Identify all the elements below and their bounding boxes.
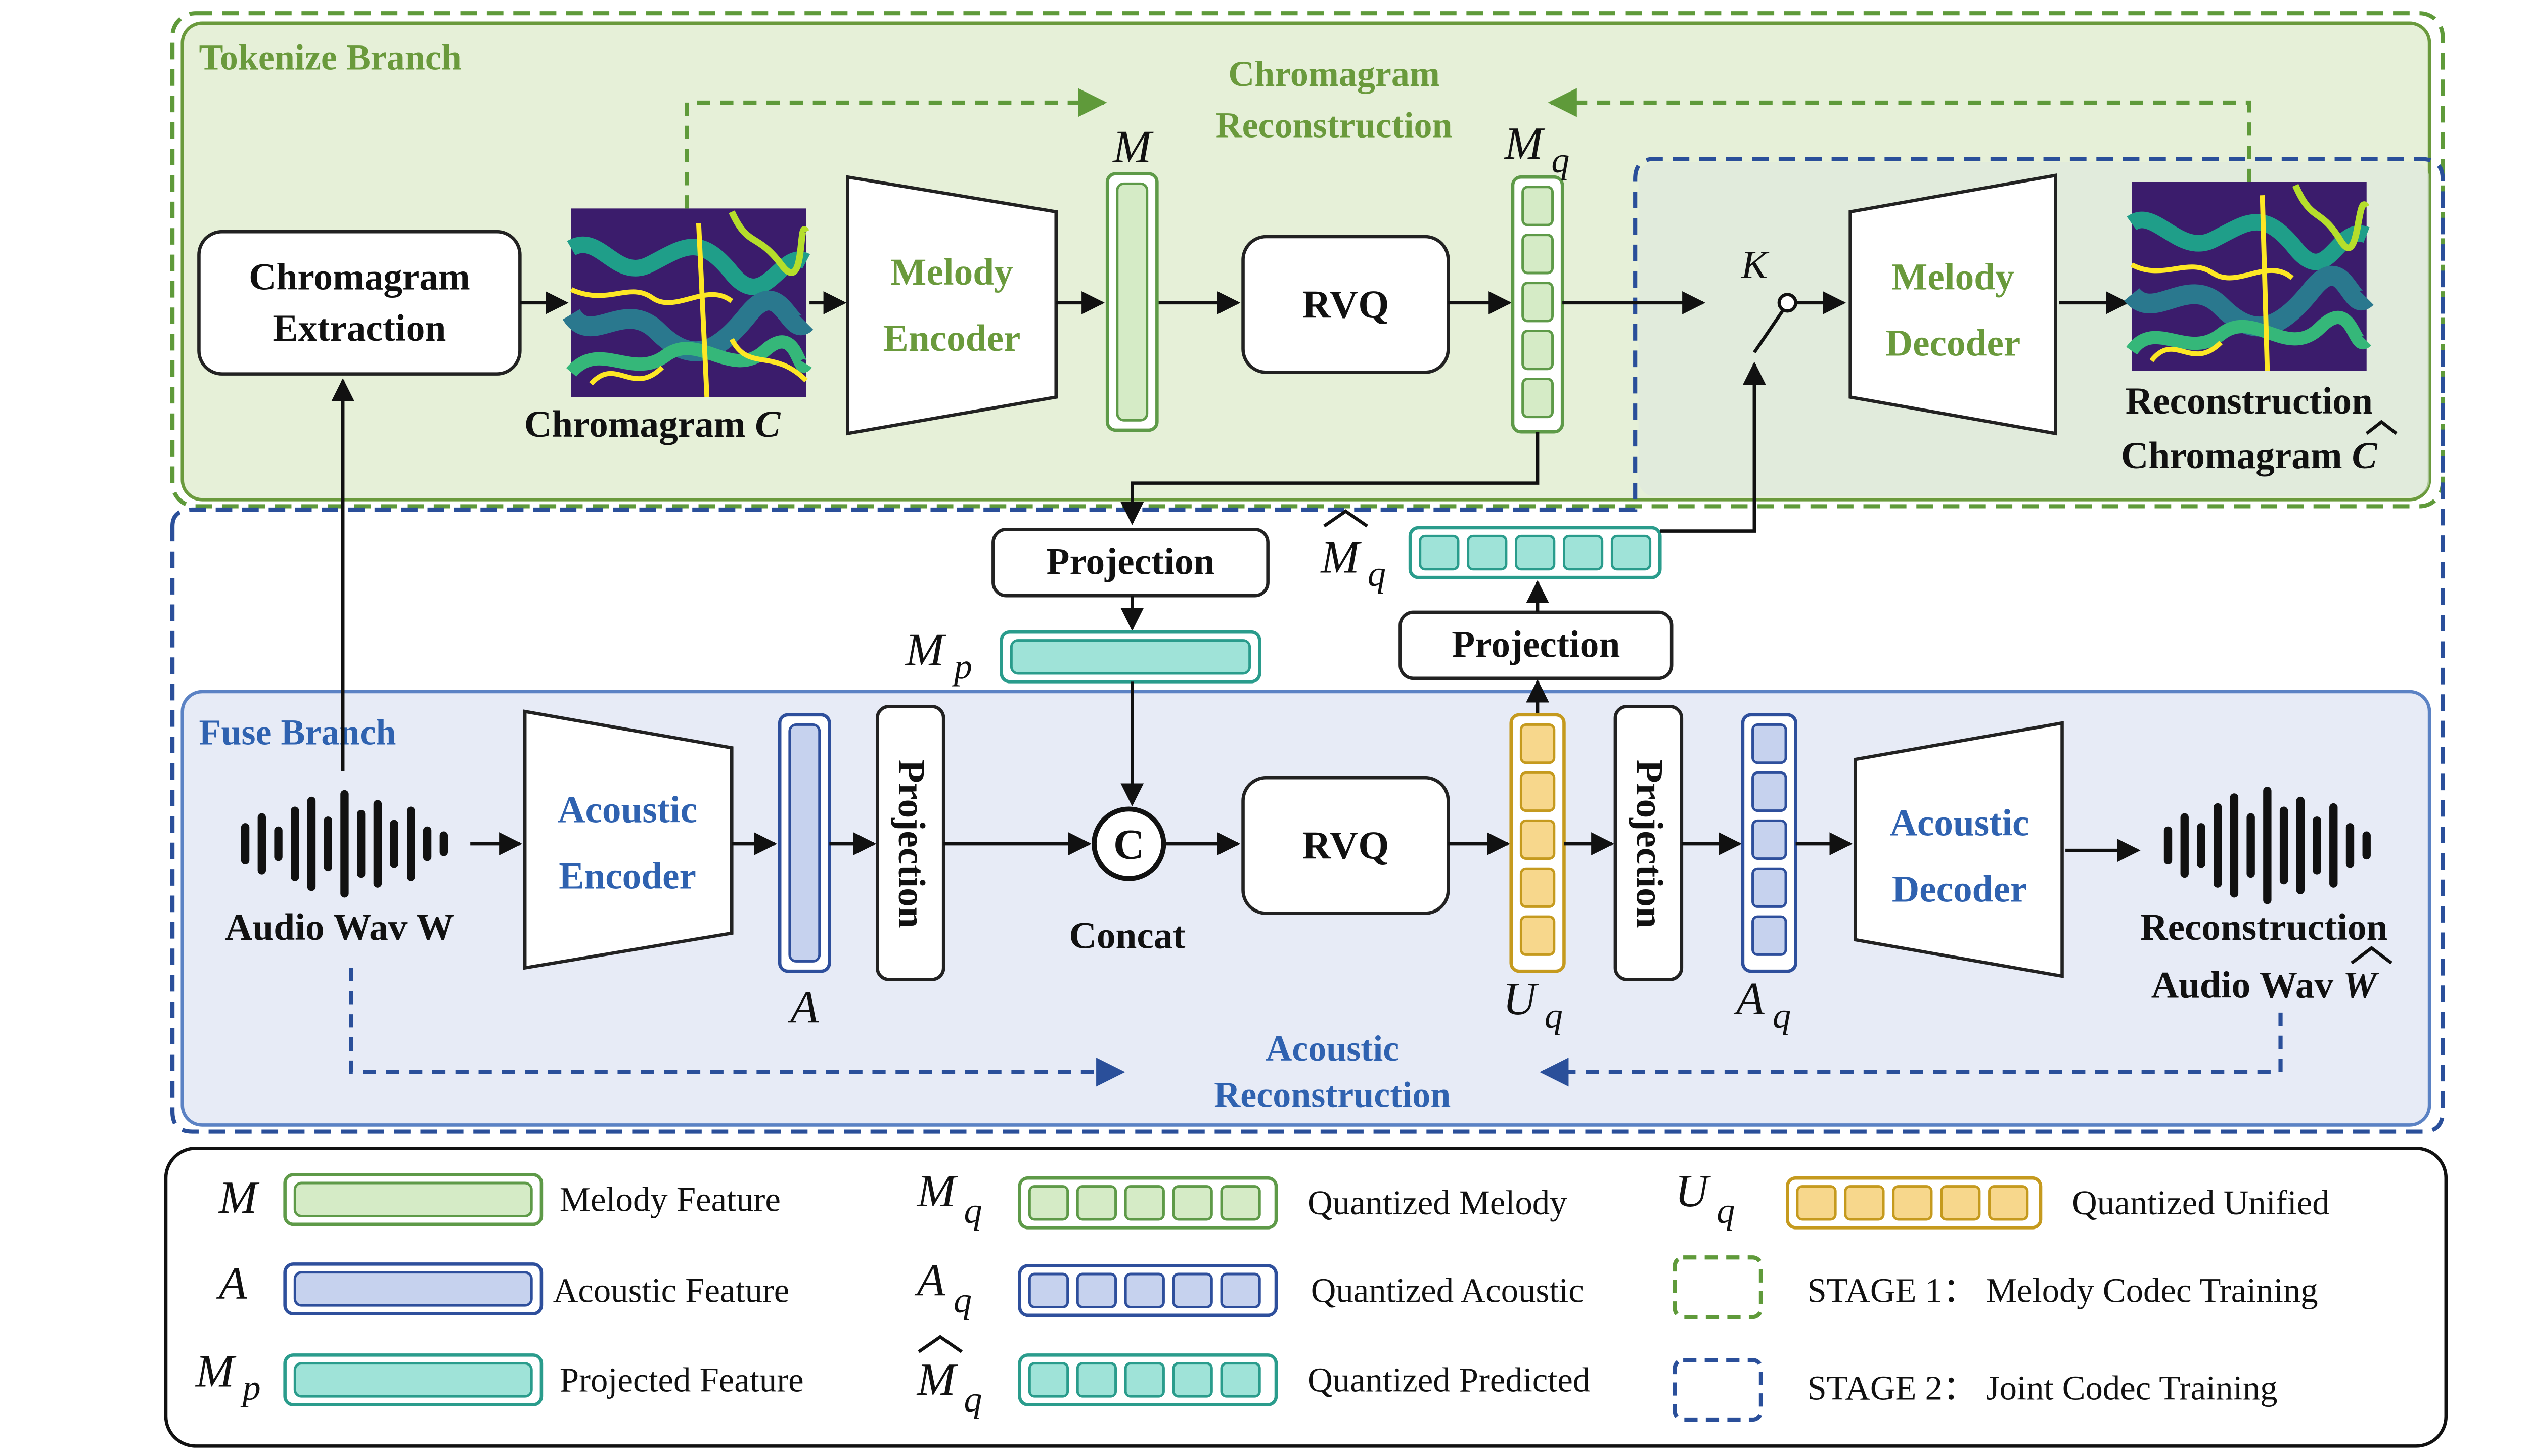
acoustic-encoder (523, 709, 734, 970)
m-label: M (1112, 121, 1154, 172)
melody-decoder-line1: Melody (1891, 256, 2014, 298)
legend-swatch-projected-inner (293, 1362, 533, 1398)
acoustic-recon-line1: Acoustic (1266, 1028, 1399, 1069)
legend-label-acoustic: Acoustic Feature (553, 1271, 790, 1310)
legend-label-melody: Melody Feature (560, 1180, 781, 1219)
legend-swatch-aq-cells (1028, 1272, 1261, 1308)
legend-label-mq: Quantized Melody (1307, 1184, 1567, 1222)
melody-encoder-line1: Melody (890, 251, 1013, 293)
a-label: A (787, 981, 819, 1033)
legend-sym-melody: M (218, 1171, 260, 1223)
recon-audio-symbol: W (2343, 964, 2379, 1006)
acoustic-recon-dashed-right (1540, 1012, 2283, 1087)
rvq-top-box (1241, 235, 1450, 374)
legend-mhat-hat (918, 1335, 963, 1353)
rvq-bottom-box (1241, 776, 1450, 915)
recon-audio-line2: Audio Wav W (2151, 964, 2379, 1006)
chroma-recon-dashed-right (1548, 88, 2251, 182)
audio-waveform-icon (241, 790, 448, 898)
recon-chroma-line2: Chromagram C (2121, 435, 2377, 477)
tokenize-branch-title: Tokenize Branch (199, 37, 461, 77)
projection-vertical-2-label: Projection (1628, 760, 1670, 928)
legend-swatch-stage2 (1673, 1358, 1763, 1422)
legend-swatch-mhat-cells (1028, 1362, 1261, 1398)
acoustic-recon-dashed-left (349, 968, 1125, 1087)
projection-left-label: Projection (1047, 541, 1215, 583)
m-feature-bar-inner (1116, 182, 1149, 422)
mhat-cells (1419, 534, 1652, 571)
chromagram-extraction-box (197, 230, 522, 376)
legend-swatch-uq-cells (1796, 1185, 2029, 1221)
recon-waveform-icon (2163, 787, 2371, 904)
mhat-hat (1323, 509, 1368, 528)
chroma-recon-line1: Chromagram (1228, 54, 1440, 94)
arrow-mhat-to-switch (1660, 361, 1766, 533)
rvq-top-label: RVQ (1302, 282, 1389, 326)
stage2-outline (170, 157, 2445, 1134)
chromagram-symbol: C (755, 403, 781, 445)
chromagram-extraction-line1: Chromagram (249, 256, 470, 298)
acoustic-recon-line2: Reconstruction (1214, 1074, 1451, 1115)
switch-lever (1753, 310, 1784, 353)
recon-chroma-symbol: C (2352, 435, 2377, 477)
chroma-recon-dashed-left (685, 88, 1107, 209)
audio-wav-label: Audio Wav W (225, 906, 454, 948)
melody-decoder (1848, 173, 2057, 436)
legend-label-aq: Quantized Acoustic (1311, 1271, 1584, 1310)
chroma-recon-line2: Reconstruction (1216, 105, 1453, 146)
concat-symbol: C (1113, 821, 1144, 869)
mp-bar-inner (1010, 639, 1251, 675)
legend-label-projected: Projected Feature (560, 1360, 804, 1399)
melody-encoder-line2: Encoder (883, 317, 1021, 359)
aq-cells (1751, 723, 1787, 956)
acoustic-encoder-line2: Encoder (559, 855, 696, 897)
k-label: K (1741, 243, 1770, 287)
melody-encoder (846, 175, 1058, 436)
uq-cells (1519, 723, 1556, 956)
legend-label-stage2: STAGE 2： Joint Codec Training (1808, 1369, 2278, 1407)
fuse-branch-title: Fuse Branch (199, 712, 396, 753)
chromagram-label: Chromagram C (524, 403, 781, 445)
legend-sym-acoustic: A (216, 1257, 248, 1309)
acoustic-decoder-line2: Decoder (1892, 869, 2027, 911)
recon-audio-hat (2351, 946, 2392, 965)
acoustic-decoder (1854, 721, 2064, 978)
switch-node (1777, 293, 1797, 313)
recon-chroma-line1: Reconstruction (2126, 380, 2373, 422)
stage1-outline (170, 11, 2445, 509)
melody-decoder-line2: Decoder (1885, 323, 2020, 365)
legend-swatch-mq-cells (1028, 1185, 1261, 1221)
chromagram-extraction-line2: Extraction (273, 307, 446, 349)
projection-vertical-1-label: Projection (890, 760, 932, 928)
a-feature-bar-inner (788, 723, 821, 963)
arrow-mq-to-projection (1120, 432, 1540, 525)
acoustic-decoder-line1: Acoustic (1890, 802, 2029, 844)
legend-swatch-stage1 (1673, 1255, 1763, 1320)
rvq-bottom-label: RVQ (1302, 824, 1389, 868)
acoustic-encoder-line1: Acoustic (558, 789, 697, 831)
legend-label-uq: Quantized Unified (2072, 1184, 2330, 1222)
projection-right-label: Projection (1452, 623, 1620, 665)
recon-chroma-hat (2365, 420, 2398, 435)
legend-label-stage1: STAGE 1： Melody Codec Training (1808, 1271, 2318, 1310)
chromagram-image (562, 208, 814, 397)
recon-chromagram-image (2124, 182, 2374, 371)
mq-quantized-cells (1521, 186, 1554, 419)
projection-left-box (991, 528, 1270, 598)
legend-swatch-acoustic-inner (293, 1271, 533, 1307)
concat-label: Concat (1069, 915, 1185, 957)
legend-label-mhat: Quantized Predicted (1307, 1360, 1590, 1399)
recon-audio-line1: Reconstruction (2140, 906, 2387, 948)
legend-swatch-melody-inner (293, 1181, 533, 1217)
